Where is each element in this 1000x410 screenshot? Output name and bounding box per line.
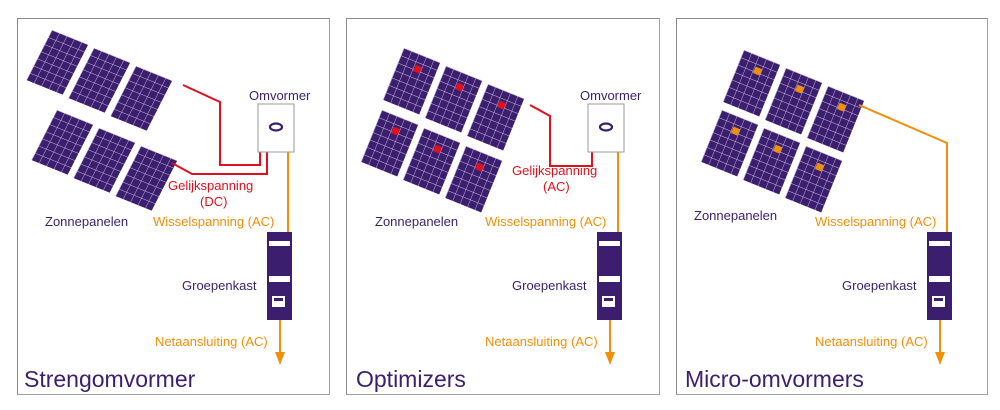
breaker-box xyxy=(927,232,952,320)
optimizer-icon xyxy=(413,64,423,74)
solar-module xyxy=(765,68,823,135)
solar-module xyxy=(68,48,131,113)
optimizer-icon xyxy=(433,144,443,154)
solar-array-optimizers xyxy=(361,48,525,213)
micro-inverter-icon xyxy=(773,144,783,154)
solar-module xyxy=(785,146,843,213)
breaker-box xyxy=(267,232,292,320)
micro-inverter-icon xyxy=(753,66,763,76)
solar-array-string-inverter xyxy=(26,30,178,211)
inverter-display-icon xyxy=(268,122,284,132)
grid-arrow-icon xyxy=(275,352,285,365)
solar-module xyxy=(31,110,94,175)
grid-label: Netaansluiting (AC) xyxy=(485,334,598,349)
grid-arrow-icon xyxy=(605,352,615,365)
solar-array-micro-inverters xyxy=(701,50,865,213)
dc-wire-string-2 xyxy=(171,152,268,175)
panel-title: Strengomvormer xyxy=(24,366,196,392)
grid-arrow-icon xyxy=(935,352,945,365)
ac-label: Wisselspanning (AC) xyxy=(815,214,936,229)
panel-title: Micro-omvormers xyxy=(685,366,864,392)
solar-module xyxy=(26,30,89,95)
optimizer-icon xyxy=(455,82,465,92)
micro-inverter-icon xyxy=(837,102,847,112)
grid-label: Netaansluiting (AC) xyxy=(815,334,928,349)
breaker-label: Groepenkast xyxy=(512,278,587,293)
optimizer-icon xyxy=(391,126,401,136)
solar-module xyxy=(73,128,136,193)
inverter-label: Omvormer xyxy=(580,88,642,103)
solar-module xyxy=(110,66,173,131)
ac-label: Wisselspanning (AC) xyxy=(485,214,606,229)
ac-label: Wisselspanning (AC) xyxy=(153,214,274,229)
micro-inverter-icon xyxy=(731,126,741,136)
ac-wire xyxy=(858,104,948,232)
dc-label: Gelijkspanning xyxy=(168,178,253,193)
micro-inverter-icon xyxy=(795,84,805,94)
solar-panels-label: Zonnepanelen xyxy=(375,214,458,229)
solar-module xyxy=(445,146,503,213)
solar-module xyxy=(723,50,781,117)
grid-label: Netaansluiting (AC) xyxy=(155,334,268,349)
dc-label-unit: (DC) xyxy=(200,194,227,209)
solar-module xyxy=(425,66,483,133)
dc-label: Gelijkspanning xyxy=(512,163,597,178)
dc-label-unit: (AC) xyxy=(543,179,570,194)
solar-panels-label: Zonnepanelen xyxy=(694,208,777,223)
breaker-box xyxy=(597,232,622,320)
solar-module xyxy=(115,146,178,211)
breaker-label: Groepenkast xyxy=(182,278,257,293)
solar-module xyxy=(467,84,525,151)
solar-module xyxy=(383,48,441,115)
inverter-label: Omvormer xyxy=(249,88,311,103)
micro-inverter-icon xyxy=(815,162,825,172)
optimizer-icon xyxy=(497,100,507,110)
optimizer-icon xyxy=(475,162,485,172)
solar-panels-label: Zonnepanelen xyxy=(45,214,128,229)
solar-module xyxy=(807,86,865,153)
inverter-display-icon xyxy=(598,122,614,132)
panel-micro-inverters xyxy=(676,18,988,395)
inverter-box xyxy=(257,103,295,153)
dc-wire-string-1 xyxy=(182,84,261,166)
solar-module xyxy=(701,110,759,177)
panel-title: Optimizers xyxy=(356,366,466,392)
breaker-label: Groepenkast xyxy=(842,278,917,293)
solar-module xyxy=(361,110,419,177)
dc-wire xyxy=(529,104,593,167)
solar-module xyxy=(743,128,801,195)
solar-module xyxy=(403,128,461,195)
